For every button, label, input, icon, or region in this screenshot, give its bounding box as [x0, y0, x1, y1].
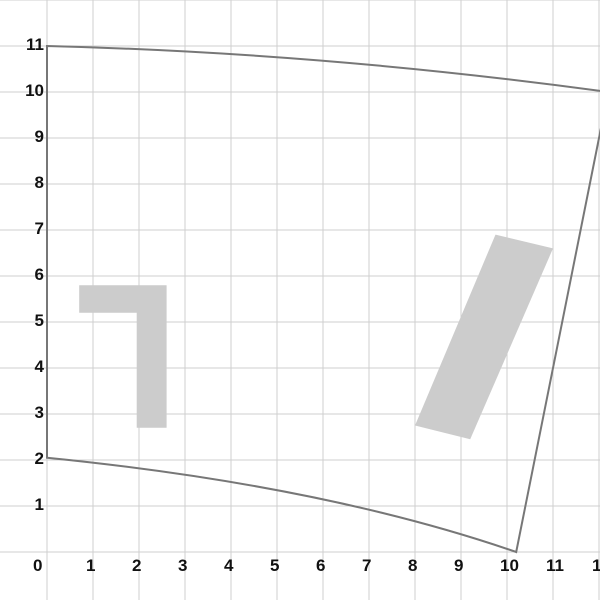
y-axis-tick-label: 8 — [35, 173, 44, 192]
y-axis-tick-label: 5 — [35, 311, 44, 330]
shapes-layer — [46, 44, 600, 554]
y-axis-tick-label: 1 — [35, 495, 44, 514]
y-axis-tick-label: 2 — [35, 449, 44, 468]
y-axis-tick-label: 9 — [35, 127, 44, 146]
x-axis-tick-label: 10 — [500, 556, 519, 575]
x-axis-tick-label: 8 — [408, 556, 417, 575]
x-axis-tick-label: 5 — [270, 556, 279, 575]
x-axis-tick-label: 12 — [592, 556, 600, 575]
y-axis-tick-label: 6 — [35, 265, 44, 284]
x-axis-tick-label: 3 — [178, 556, 187, 575]
x-axis-tick-label: 11 — [546, 556, 564, 575]
y-axis-tick-label: 3 — [35, 403, 44, 422]
y-axis-tick-label: 11 — [26, 35, 44, 54]
y-axis-tick-label: 10 — [25, 81, 44, 100]
x-axis-tick-label: 7 — [362, 556, 371, 575]
x-axis-tick-label: 6 — [316, 556, 325, 575]
y-axis-tick-label: 4 — [35, 357, 45, 376]
axis-labels: 01234567891011121234567891011 — [25, 35, 600, 575]
l-shaped-block — [79, 285, 167, 428]
x-axis-tick-label: 4 — [224, 556, 234, 575]
x-axis-tick-label: 2 — [132, 556, 141, 575]
y-axis-tick-label: 7 — [35, 219, 44, 238]
x-axis-tick-label: 0 — [33, 556, 42, 575]
slanted-rectangle — [415, 234, 553, 440]
curved-quadrilateral-outline — [46, 44, 600, 554]
x-axis-tick-label: 9 — [454, 556, 463, 575]
x-axis-tick-label: 1 — [86, 556, 95, 575]
